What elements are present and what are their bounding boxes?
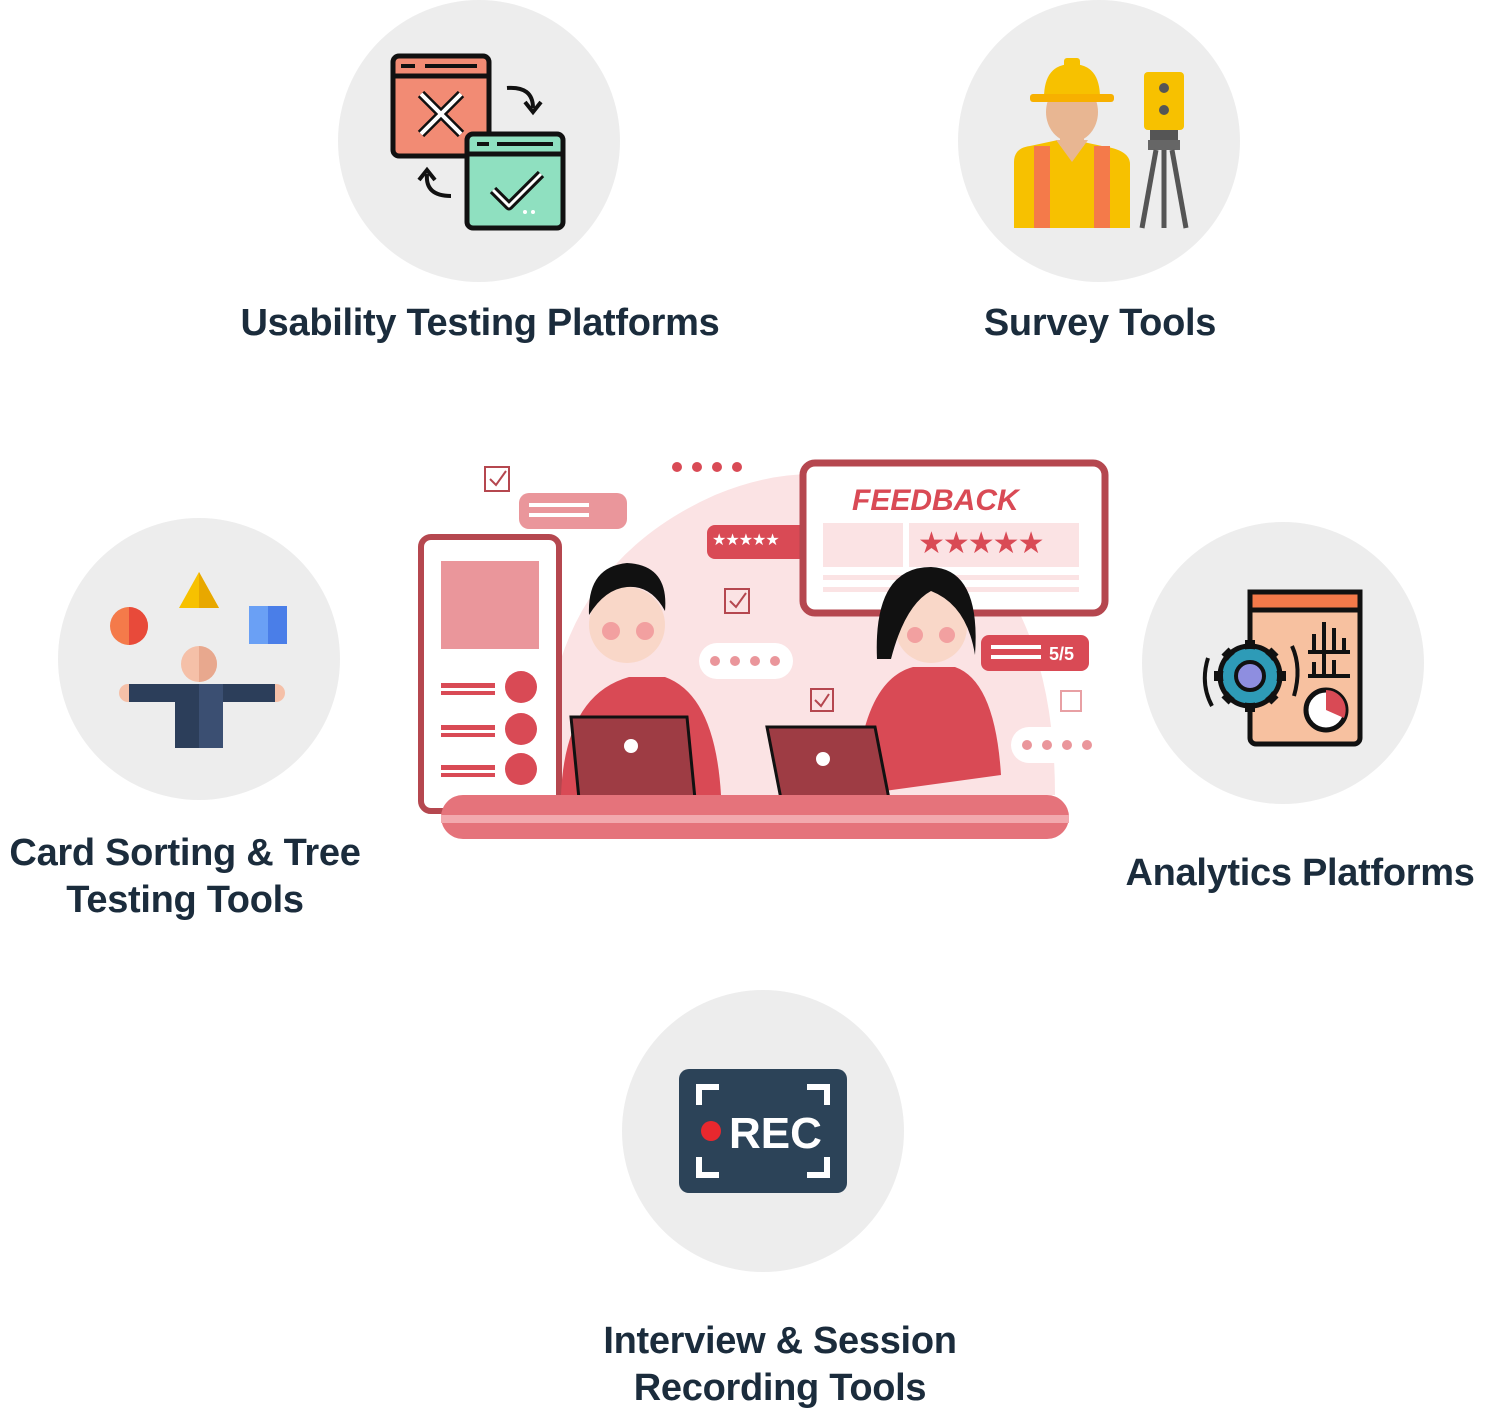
- rating-stars: ★★★★★: [918, 526, 1044, 561]
- browser-windows-swap-icon: [390, 53, 566, 231]
- gear-report-icon: [1202, 589, 1363, 747]
- feedback-sign-text: FEEDBACK: [852, 484, 1019, 517]
- svg-text:REC: REC: [729, 1109, 822, 1158]
- card-sorting-label: Card Sorting & Tree Testing Tools: [9, 832, 361, 921]
- juggling-shapes-icon: [110, 572, 287, 748]
- surveyor-with-theodolite-icon: [1014, 58, 1189, 229]
- survey-label: Survey Tools: [983, 302, 1217, 344]
- rating-score: 5/5: [1049, 644, 1075, 664]
- bubble-stars: ★★★★★: [712, 530, 780, 549]
- rec-camera-frame-icon: REC: [679, 1069, 847, 1193]
- usability-label: Usability Testing Platforms: [240, 302, 720, 344]
- feedback-illustration: [418, 459, 1109, 839]
- recording-label: Interview & Session Recording Tools: [603, 1320, 957, 1409]
- survey-circle: [958, 0, 1240, 282]
- analytics-label: Analytics Platforms: [1125, 852, 1475, 894]
